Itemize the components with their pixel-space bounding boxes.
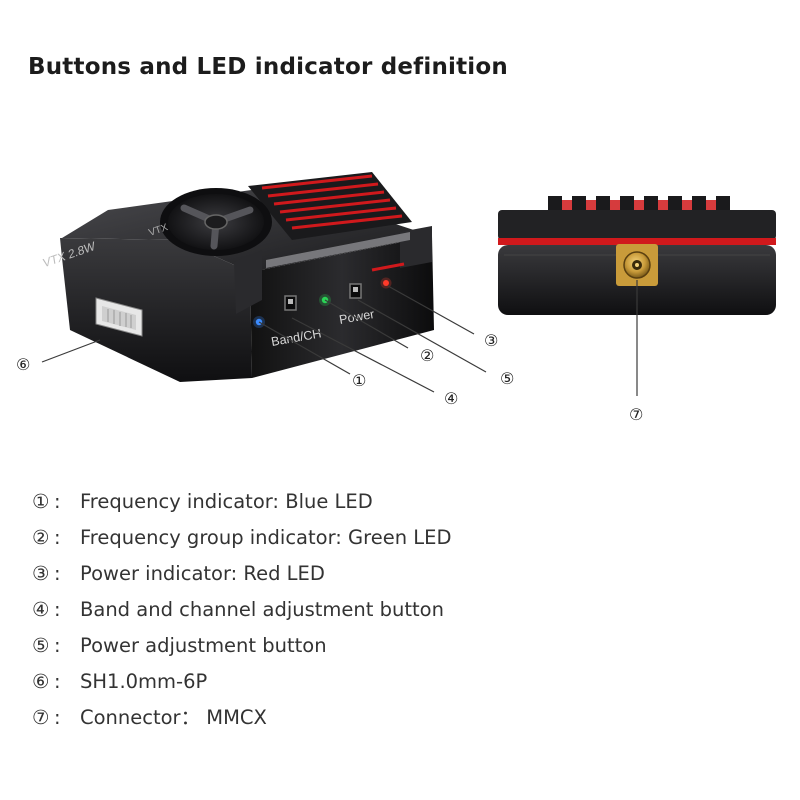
legend-text: SH1.0mm-6P	[80, 670, 208, 693]
legend-num: ②	[32, 526, 50, 549]
front-red-accent	[371, 262, 405, 272]
legend-item-3: ③: Power indicator: Red LED	[32, 558, 451, 594]
callout-6: ⑥	[16, 355, 30, 374]
legend-num: ⑥	[32, 670, 50, 693]
legend-sep: :	[54, 706, 61, 729]
legend-sep: :	[54, 490, 61, 513]
callout-2: ②	[420, 346, 434, 365]
legend-num: ⑤	[32, 634, 50, 657]
callout-7: ⑦	[629, 405, 643, 424]
legend-sep: :	[54, 670, 61, 693]
legend-item-5: ⑤: Power adjustment button	[32, 630, 451, 666]
legend-sep: :	[54, 562, 61, 585]
legend-num: ③	[32, 562, 50, 585]
device-figure: VTX 2.8W VTX Band/CH Power	[16, 172, 776, 424]
legend-item-4: ④: Band and channel adjustment button	[32, 594, 451, 630]
heatsink-red-fins	[261, 174, 403, 230]
page-title: Buttons and LED indicator definition	[28, 54, 508, 80]
legend-text: Power indicator: Red LED	[80, 562, 325, 585]
callout-3: ③	[484, 331, 498, 350]
legend-item-1: ①: Frequency indicator: Blue LED	[32, 486, 451, 522]
callout-leaders	[41, 280, 638, 396]
red-led	[383, 280, 389, 286]
legend-text: Frequency indicator: Blue LED	[80, 490, 373, 513]
legend-sep: :	[54, 526, 61, 549]
callout-5: ⑤	[500, 369, 514, 388]
legend-list: ①: Frequency indicator: Blue LED ②: Freque…	[32, 486, 451, 738]
legend-item-2: ②: Frequency group indicator: Green LED	[32, 522, 451, 558]
right-device-upper	[498, 210, 776, 240]
legend-item-6: ⑥: SH1.0mm-6P	[32, 666, 451, 702]
legend-text: Connector： MMCX	[80, 706, 267, 729]
legend-text: Frequency group indicator: Green LED	[80, 526, 452, 549]
power-label: Power	[338, 307, 375, 327]
callout-4: ④	[444, 389, 458, 408]
legend-item-7: ⑦: Connector： MMCX	[32, 702, 451, 738]
device-left-side	[60, 238, 252, 382]
vtx-device-left: VTX 2.8W VTX Band/CH Power	[42, 172, 434, 382]
callout-1: ①	[352, 371, 366, 390]
legend-num: ①	[32, 490, 50, 513]
legend-text: Band and channel adjustment button	[80, 598, 444, 621]
fan-hub	[204, 214, 228, 230]
legend-text: Power adjustment button	[80, 634, 327, 657]
right-device-red-band	[498, 238, 776, 245]
legend-sep: :	[54, 634, 61, 657]
legend-num: ④	[32, 598, 50, 621]
legend-sep: :	[54, 598, 61, 621]
legend-num: ⑦	[32, 706, 50, 729]
